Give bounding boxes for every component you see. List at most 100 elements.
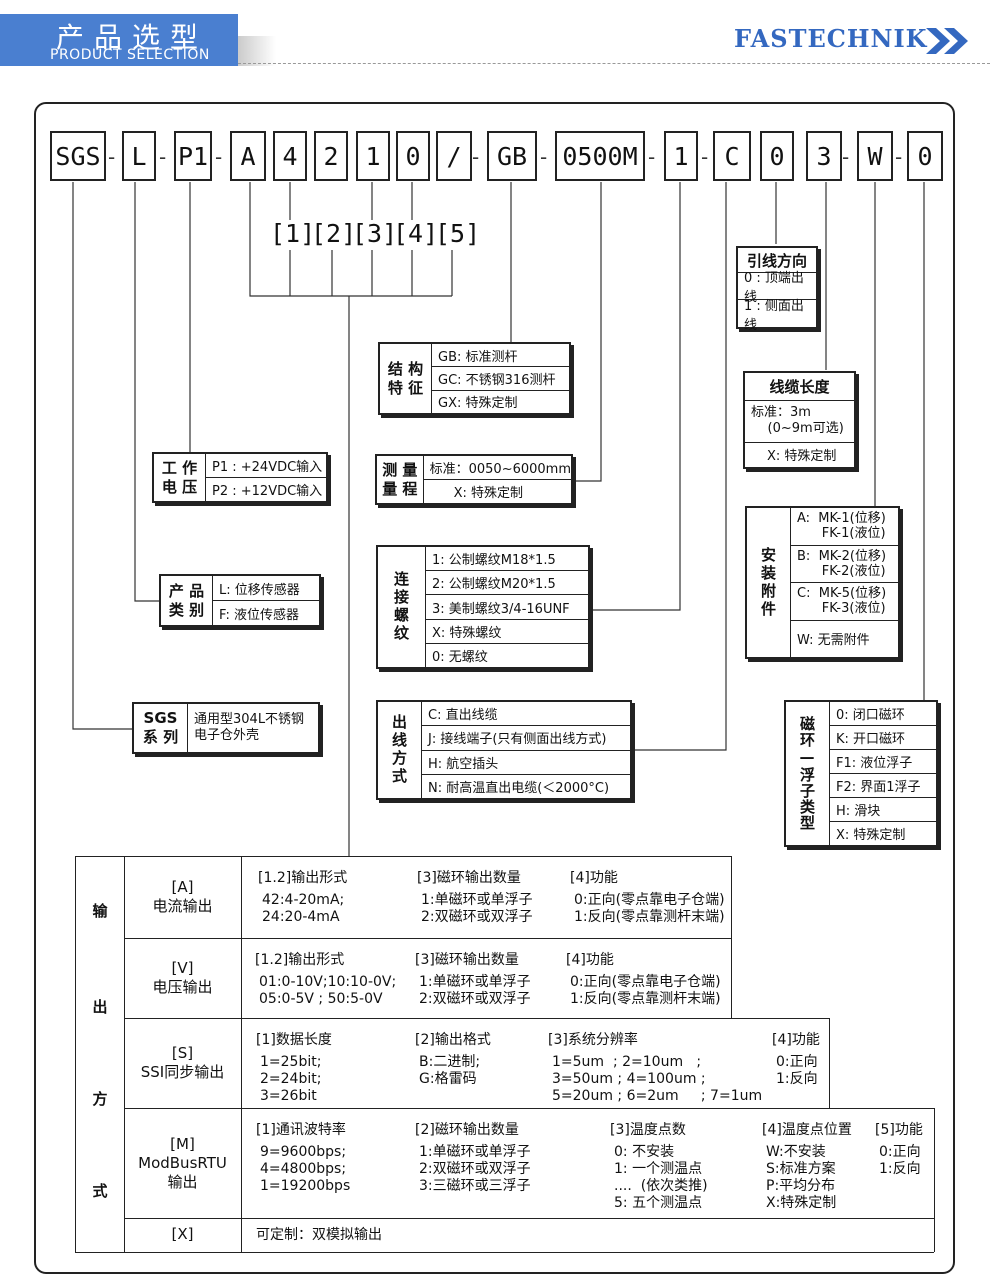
magnet-float-option: K: 开口磁环 xyxy=(830,726,936,750)
voltage-box: 工 作 电 压 P1 : +24VDC输入 P2 : +12VDC输入 xyxy=(152,452,328,503)
param-bracket: [2] xyxy=(311,219,357,248)
code-separator: - xyxy=(472,145,480,169)
code-segment: SGS xyxy=(50,131,106,181)
output-column-head: [3]磁环输出数量 xyxy=(415,952,519,968)
code-segment: C xyxy=(713,131,751,181)
output-column-body: 1=25bit; 2=24bit; 3=26bit xyxy=(260,1054,322,1104)
table-border xyxy=(731,856,732,938)
output-column-body: 9=9600bps; 4=4800bps; 1=19200bps xyxy=(260,1144,351,1194)
table-border xyxy=(731,938,732,1018)
outlet-title: 出线方式 xyxy=(378,702,422,798)
code-segment: 0500M xyxy=(555,131,645,181)
connector-sgs xyxy=(72,182,133,730)
connector-thread xyxy=(590,182,681,611)
output-mode-code: [S] SSI同步输出 xyxy=(140,1044,225,1081)
accessory-option: A: MK-1(位移) FK-1(液位) xyxy=(791,508,898,546)
output-column-head: [1.2]输出形式 xyxy=(255,952,345,968)
table-border xyxy=(934,1108,935,1218)
header-banner-shadow xyxy=(236,36,276,66)
table-border xyxy=(75,1252,934,1253)
accessory-title: 安装附件 xyxy=(747,508,791,657)
output-column-body: 0: 不安装 1: 一个测温点 .... (依次类推) 5: 五个测温点 xyxy=(614,1144,708,1211)
output-column-head: [4]功能 xyxy=(570,870,618,886)
code-separator: - xyxy=(648,145,656,169)
series-description: 通用型304L不锈钢 电子仓外壳 xyxy=(194,712,305,743)
structure-option: GB: 标准测杆 xyxy=(432,344,569,368)
voltage-option: P2 : +12VDC输入 xyxy=(212,484,323,499)
structure-option: GC: 不锈钢316测杆 xyxy=(432,367,569,391)
output-mode-code: [A] 电流输出 xyxy=(152,878,213,915)
output-column-head: [4]功能 xyxy=(772,1032,820,1048)
code-segment: 0 xyxy=(396,131,430,181)
voltage-title: 工 作 电 压 xyxy=(154,454,206,501)
code-segment: 0 xyxy=(907,131,943,181)
output-column-head: [3]磁环输出数量 xyxy=(417,870,521,886)
header-banner: 产品选型 PRODUCT SELECTION xyxy=(0,14,238,66)
output-mode-code: [V] 电压输出 xyxy=(152,959,213,996)
page-title: 产品选型 xyxy=(56,21,209,54)
connector-outlet xyxy=(633,182,727,751)
magnet-float-option: 0: 闭口磁环 xyxy=(830,702,936,726)
code-segment: 0 xyxy=(760,131,794,181)
code-segment: GB xyxy=(487,131,537,181)
outlet-option: J: 接线端子(只有侧面出线方式) xyxy=(422,726,630,751)
table-border xyxy=(124,1108,934,1109)
output-column-body: 0:正向 1:反向 xyxy=(879,1144,921,1177)
magnet-float-option: H: 滑块 xyxy=(830,798,936,822)
output-column-head: [5]功能 xyxy=(875,1122,923,1138)
magnet-float-title: 磁环—浮子类型 xyxy=(786,702,830,845)
output-column-head: [1]通讯波特率 xyxy=(256,1122,346,1138)
category-option: L: 位移传感器 xyxy=(213,576,319,601)
output-column-body: 0:正向(零点靠电子仓端) 1:反向(零点靠测杆末端) xyxy=(574,892,725,925)
outlet-box: 出线方式 C: 直出线缆 J: 接线端子(只有侧面出线方式) H: 航空插头 N… xyxy=(376,700,632,800)
output-column-body: 0:正向(零点靠电子仓端) 1:反向(零点靠测杆末端) xyxy=(570,974,721,1007)
output-mode-code: [X] xyxy=(171,1225,194,1243)
code-segment: 4 xyxy=(273,131,307,181)
output-column-body: 1:单磁环或单浮子 2:双磁环或双浮子 xyxy=(419,974,531,1007)
selection-frame xyxy=(34,102,955,1274)
output-column-head: [4]温度点位置 xyxy=(762,1122,852,1138)
thread-box: 连接螺纹 1: 公制螺纹M18*1.5 2: 公制螺纹M20*1.5 3: 美制… xyxy=(376,545,590,669)
output-column-head: [1.2]输出形式 xyxy=(258,870,348,886)
output-column-head: [1]数据长度 xyxy=(256,1032,332,1048)
range-option: 标准：0050~6000mm xyxy=(423,456,571,480)
output-column-head: [4]功能 xyxy=(566,952,614,968)
accessory-option: W: 无需附件 xyxy=(797,633,870,649)
page-subtitle: PRODUCT SELECTION xyxy=(50,47,210,63)
outlet-option: C: 直出线缆 xyxy=(422,702,630,727)
output-column-head: [3]温度点数 xyxy=(610,1122,686,1138)
output-column-head: [2]磁环输出数量 xyxy=(415,1122,519,1138)
series-box: SGS 系 列 通用型304L不锈钢 电子仓外壳 xyxy=(132,702,320,754)
param-bracket: [3] xyxy=(352,219,398,248)
code-segment: L xyxy=(122,131,156,181)
code-separator: - xyxy=(108,145,116,169)
series-title: SGS 系 列 xyxy=(134,704,188,752)
range-option: X: 特殊定制 xyxy=(453,486,524,501)
cable-length-box: 线缆长度 标准：3m (0~9m可选) X: 特殊定制 xyxy=(743,371,856,469)
table-border xyxy=(241,856,242,1252)
output-side-label: 输 xyxy=(92,902,108,920)
thread-option: 3: 美制螺纹3/4-16UNF xyxy=(426,595,588,620)
table-border xyxy=(75,856,731,857)
output-column-body: 42:4-20mA; 24:20-4mA xyxy=(262,892,345,925)
output-side-label: 方 xyxy=(92,1090,108,1108)
accessory-box: 安装附件 A: MK-1(位移) FK-1(液位) B: MK-2(位移) FK… xyxy=(745,506,900,659)
cable-length-option: 标准：3m (0~9m可选) xyxy=(745,401,854,443)
double-chevron-right-icon xyxy=(926,28,968,54)
lead-direction-title: 引线方向 xyxy=(738,248,816,273)
param-bracket: [1] xyxy=(270,219,316,248)
output-side-label: 出 xyxy=(92,998,108,1016)
magnet-float-option: F1: 液位浮子 xyxy=(830,750,936,774)
lead-direction-option: 1 : 侧面出线 xyxy=(744,298,804,333)
output-column-body: 0:正向 1:反向 xyxy=(776,1054,818,1087)
structure-option: GX: 特殊定制 xyxy=(438,396,518,412)
thread-title: 连接螺纹 xyxy=(378,547,426,667)
header-divider xyxy=(238,63,990,64)
thread-option: X: 特殊螺纹 xyxy=(426,620,588,644)
connector-l xyxy=(134,182,160,602)
connector-range xyxy=(573,182,602,482)
magnet-float-option: F2: 界面1浮子 xyxy=(830,774,936,798)
accessory-option: B: MK-2(位移) FK-2(液位) xyxy=(791,546,898,583)
table-border xyxy=(124,1218,934,1219)
